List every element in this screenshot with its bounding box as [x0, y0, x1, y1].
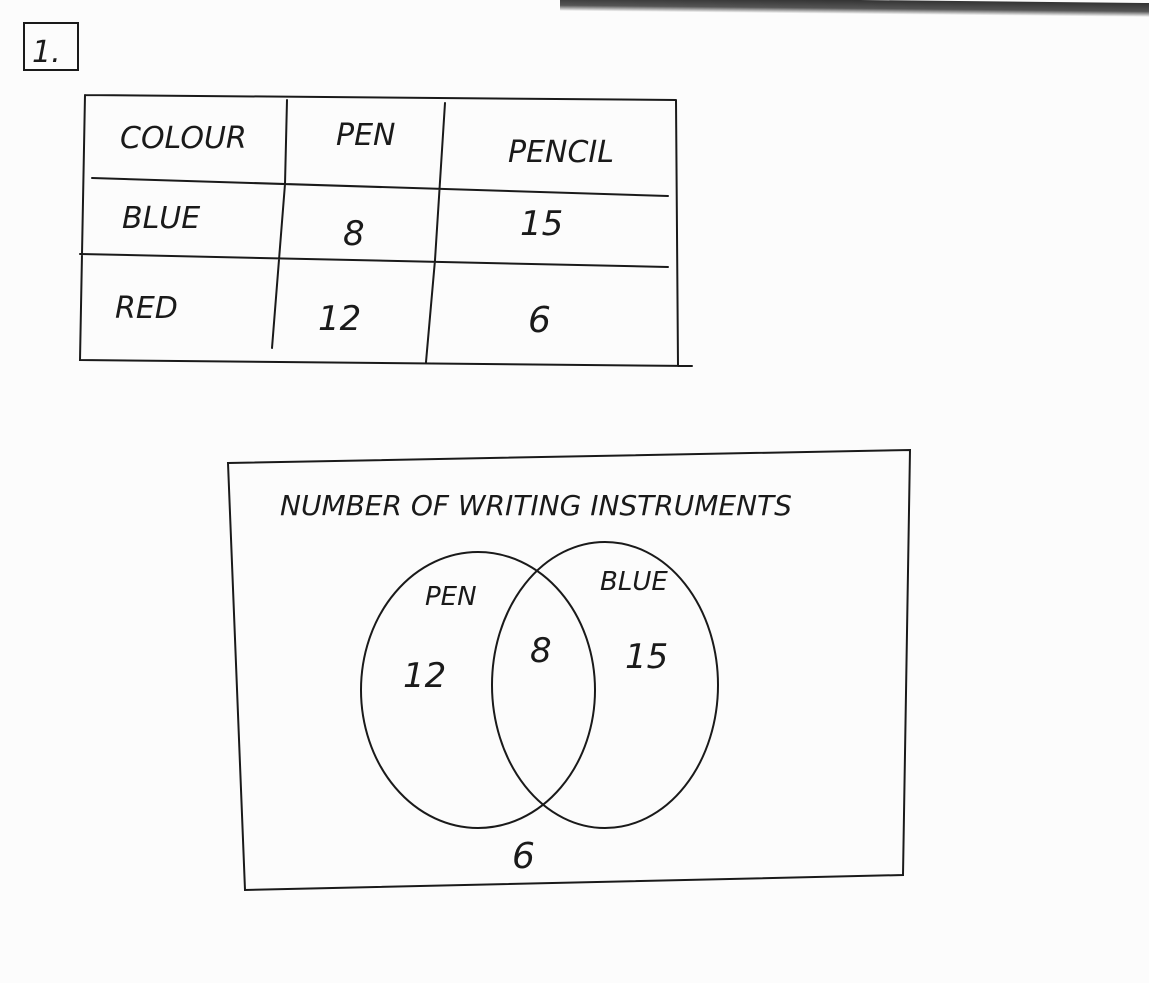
blue-circle: [491, 541, 719, 829]
cell-blue-pen: 8: [343, 214, 365, 254]
blue-label: BLUE: [600, 567, 668, 597]
outside-value: 6: [512, 836, 535, 877]
intersection-value: 8: [530, 631, 552, 671]
venn-diagram: NUMBER OF WRITING INSTRUMENTS PEN BLUE 1…: [226, 448, 912, 892]
header-pen: PEN: [336, 118, 396, 153]
cell-red-pen: 12: [318, 299, 361, 339]
venn-title: NUMBER OF WRITING INSTRUMENTS: [280, 489, 792, 522]
row-label-blue: BLUE: [122, 201, 200, 236]
problem-number-box: [23, 22, 79, 71]
row-label-red: RED: [115, 291, 178, 326]
header-pencil: PENCIL: [508, 135, 614, 170]
pen-label: PEN: [425, 582, 477, 612]
pen-circle: [360, 551, 596, 829]
header-colour: COLOUR: [120, 121, 247, 156]
cell-blue-pencil: 15: [520, 204, 563, 244]
pen-only-value: 12: [403, 656, 446, 696]
problem-number: 1.: [32, 35, 61, 70]
cell-red-pencil: 6: [528, 300, 551, 341]
data-table: COLOUR PEN PENCIL BLUE 8 15 RED 12 6: [78, 94, 693, 367]
blue-only-value: 15: [625, 637, 668, 677]
